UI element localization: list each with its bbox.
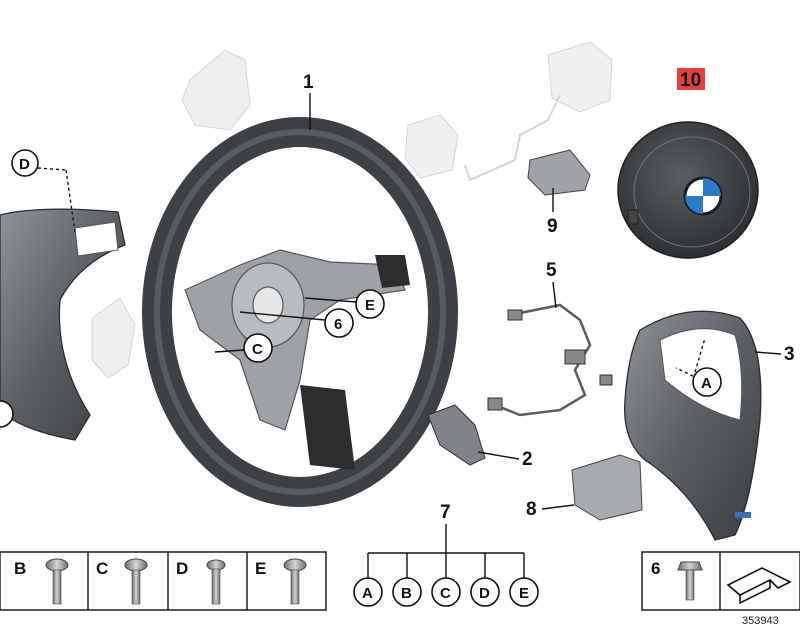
legend-screws: B C D E [0,551,327,611]
screw-e-icon [283,558,307,605]
svg-text:A: A [701,375,712,392]
ref-partial-left-bottom [0,400,14,428]
svg-text:3: 3 [784,344,795,365]
svg-text:6: 6 [651,559,660,578]
legend-7-letters: A B C D E [353,577,539,607]
callout-7: 7 [367,502,525,578]
direction-arrow-icon [726,567,792,605]
ref-a-trim: A [675,337,722,397]
svg-text:2: 2 [522,449,533,470]
svg-text:D: D [479,585,490,602]
svg-text:E: E [365,297,375,314]
callout-8: 8 [526,499,575,520]
callout-6: 6 [239,308,354,338]
ghost-paddle-left [181,49,251,131]
svg-text:B: B [401,585,412,602]
svg-text:A: A [362,585,373,602]
svg-text:C: C [440,585,451,602]
airbag-module [617,121,759,259]
diagram-id: 353943 [742,615,779,627]
ghost-button-module-2 [404,114,459,179]
bracket-part [571,454,643,521]
ghost-button-module [464,41,613,182]
ref-e-wheel: E [304,289,385,319]
trim-cover-left [0,208,126,441]
callout-1: 1 [303,72,314,130]
screw-b-icon [45,558,69,605]
control-unit [527,149,591,196]
svg-text:C: C [96,559,108,578]
ref-c-wheel: C [214,333,273,363]
callout-9: 9 [547,188,558,237]
svg-text:5: 5 [546,260,557,281]
steering-wheel [142,117,458,507]
svg-text:9: 9 [547,216,558,237]
svg-text:10: 10 [680,70,701,91]
callout-10: 10 [677,68,705,91]
svg-text:8: 8 [526,499,537,520]
svg-text:7: 7 [440,502,451,523]
callout-2: 2 [477,449,533,470]
bolt-6-icon [677,561,703,601]
svg-text:D: D [176,559,188,578]
trim-cover-right [624,310,762,541]
ghost-paddle-right [91,297,136,379]
svg-text:E: E [519,585,529,602]
legend-right: 6 [641,551,800,611]
svg-text:D: D [19,156,30,173]
svg-text:1: 1 [303,72,314,93]
wiring-harness [487,303,613,417]
callout-5: 5 [546,260,557,309]
screw-c-icon [124,558,148,605]
screw-d-icon [206,559,226,605]
ref-d-left: D [11,149,76,233]
connector-part [427,404,486,466]
callout-3: 3 [754,344,795,365]
svg-text:6: 6 [334,316,342,333]
svg-text:B: B [14,559,26,578]
svg-text:C: C [252,341,263,358]
svg-text:E: E [255,559,266,578]
